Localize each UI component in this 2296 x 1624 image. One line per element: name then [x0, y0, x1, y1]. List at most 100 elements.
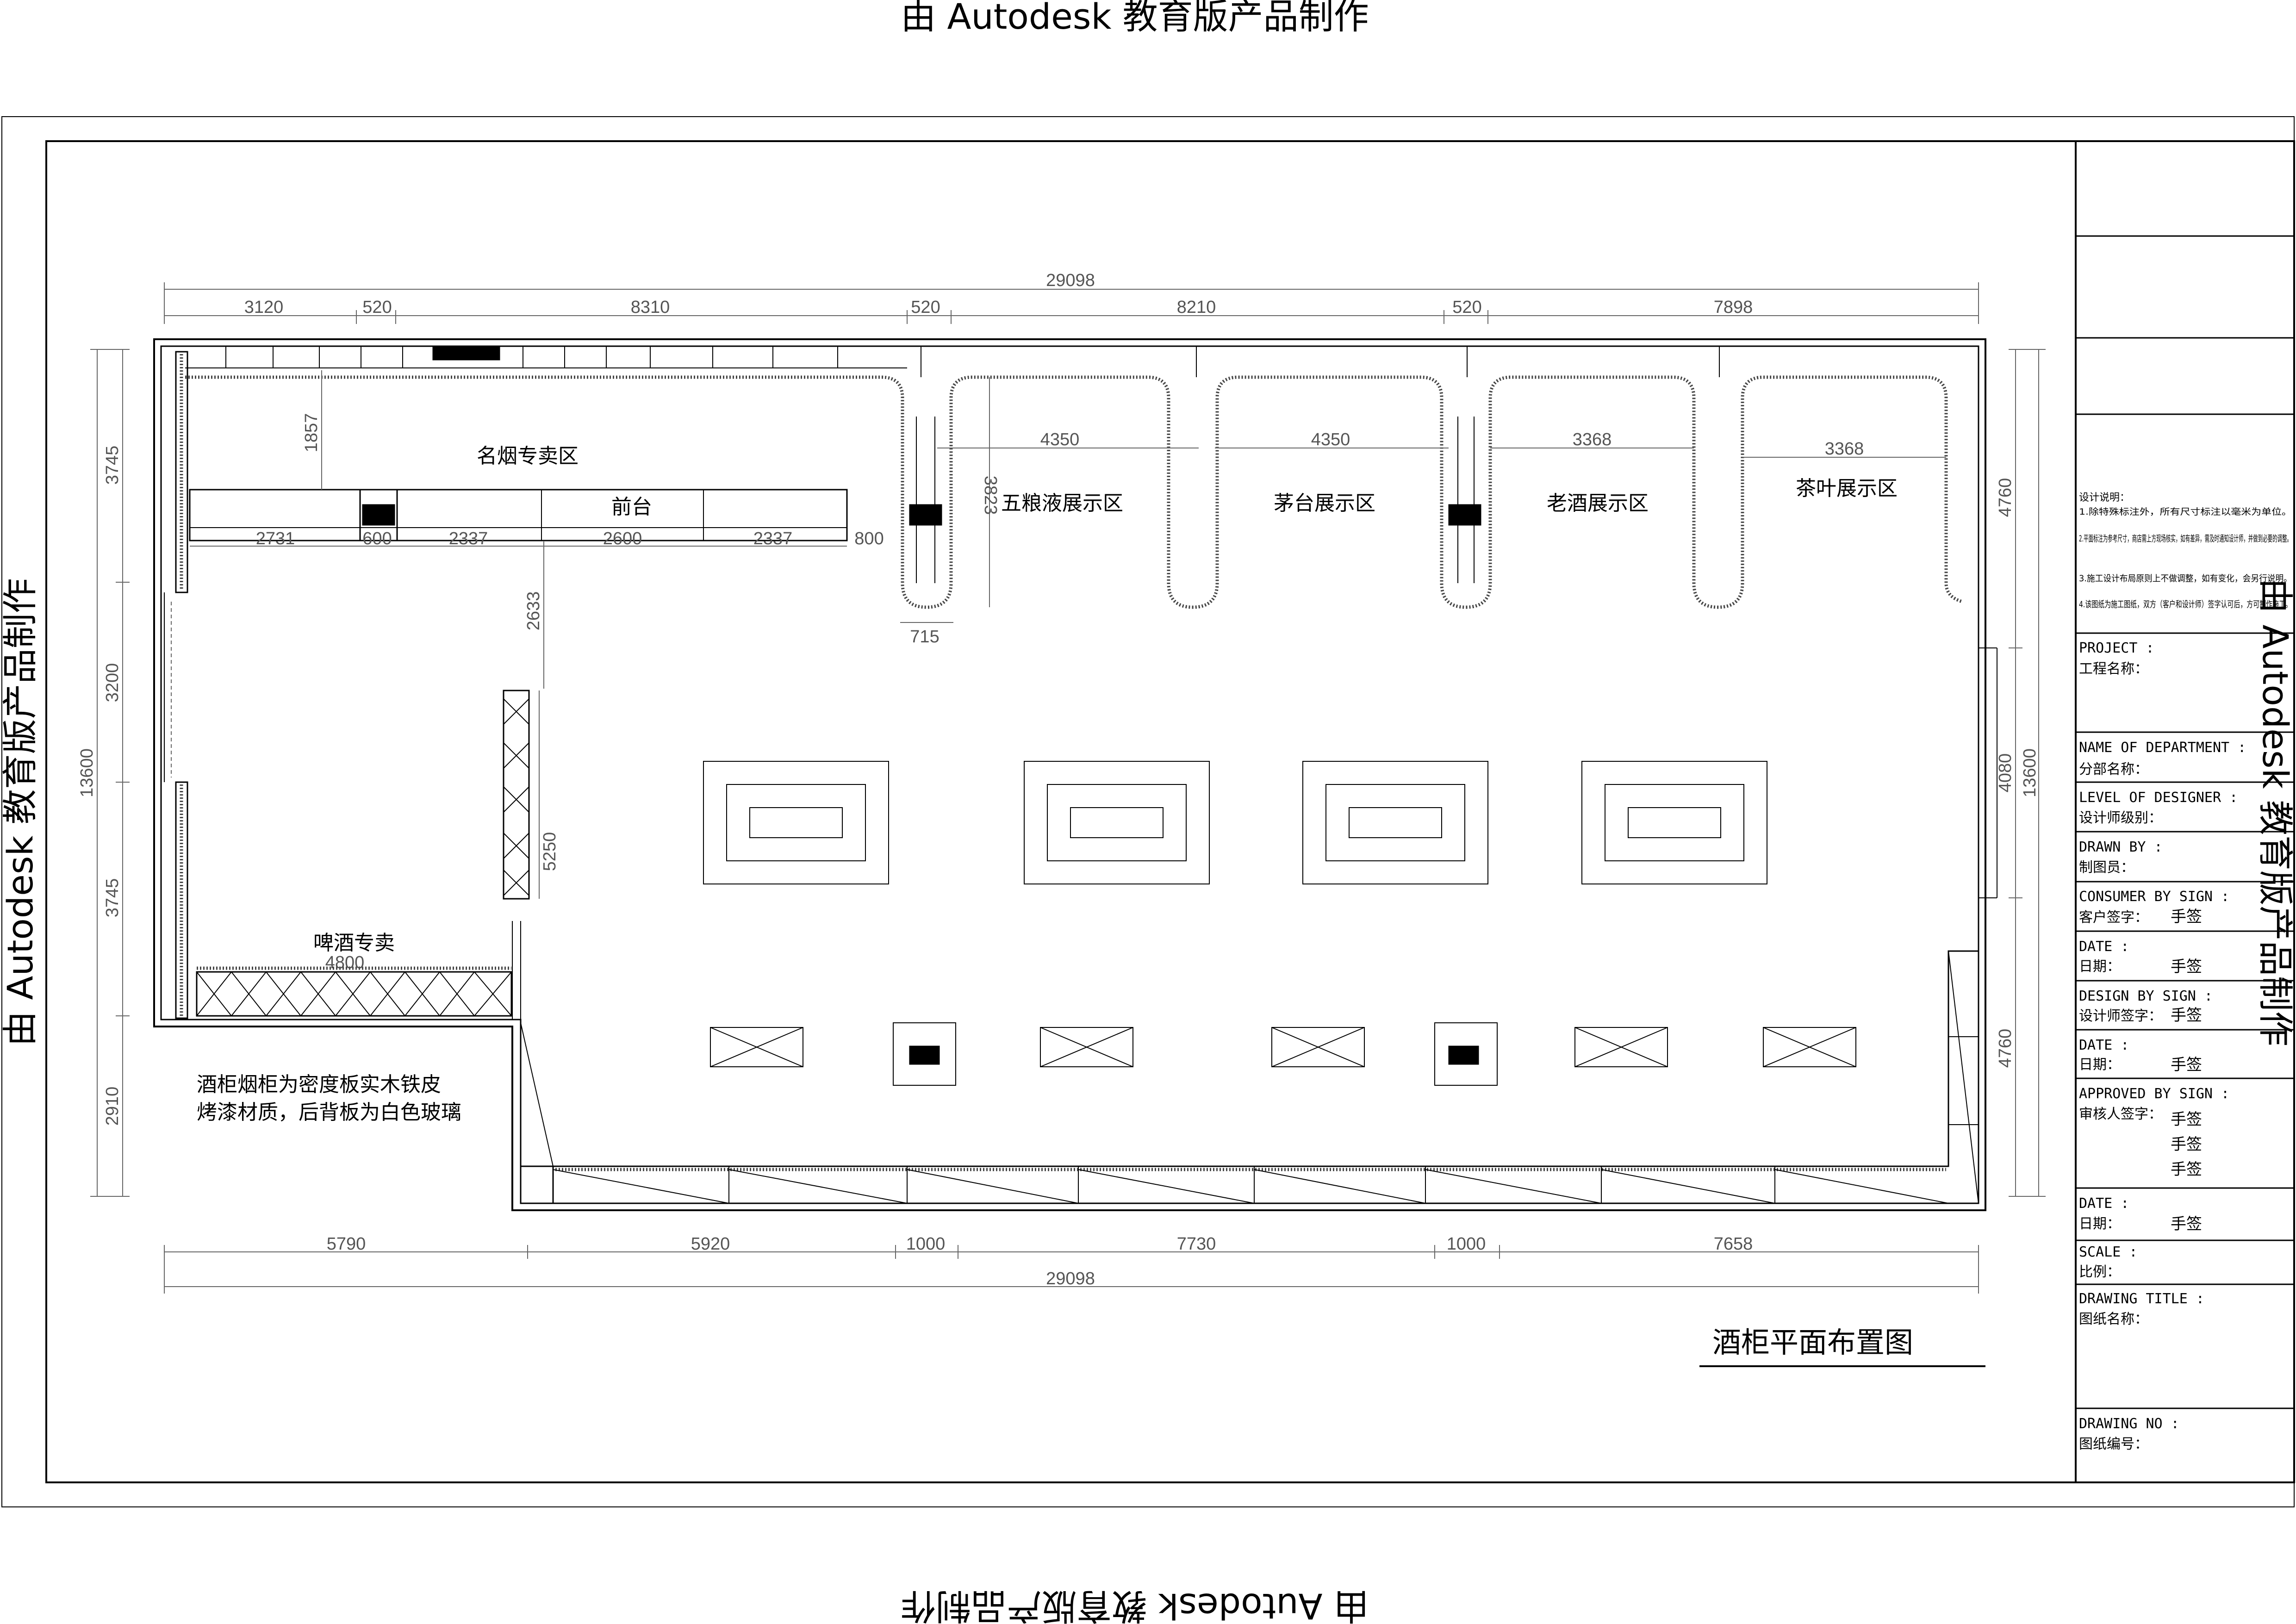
shelf-module-ticks: [225, 346, 838, 368]
dim-bay-width: 3368: [1825, 439, 1864, 459]
dim-top-seg: 8210: [1177, 298, 1216, 317]
tb-approved-sign-1: 手签: [2171, 1110, 2202, 1129]
tb-designer-level-label-cn: 设计师级别：: [2079, 810, 2162, 826]
tb-department-label: NAME OF DEPARTMENT :: [2079, 740, 2246, 756]
tb-scale-label-cn: 比例：: [2079, 1264, 2121, 1280]
dim-top-seg: 8310: [631, 298, 670, 317]
zone-reception-label: 前台: [611, 495, 652, 519]
tb-date2-label-cn: 日期：: [2079, 1057, 2121, 1073]
dim-counter-seg: 2731: [256, 529, 295, 548]
watermark-right: 由 Autodesk 教育版产品制作: [2255, 578, 2296, 1046]
tb-drawing-title-label-cn: 图纸名称：: [2079, 1311, 2148, 1327]
tb-consumer-sign-label: CONSUMER BY SIGN :: [2079, 889, 2229, 905]
tb-approved-label-cn: 审核人签字：: [2079, 1106, 2162, 1122]
tb-design-sign: 手签: [2171, 1006, 2202, 1025]
inner-border: [45, 140, 2295, 1483]
watermark-top: 由 Autodesk 教育版产品制作: [901, 0, 1369, 37]
dim-beer-width: 4800: [325, 953, 365, 972]
plan-inner-wall: [160, 345, 1979, 1204]
zone-wuliangye-label: 五粮液展示区: [1001, 492, 1123, 515]
tb-date1-label-cn: 日期：: [2079, 958, 2121, 975]
tb-drawn-by-label: DRAWN BY :: [2079, 839, 2163, 855]
dim-bottom-seg: 1000: [1447, 1234, 1486, 1254]
beer-shelf-crosses: [196, 971, 512, 1016]
design-note-4: 4.该图纸为施工图纸，双方（客户和设计师）签字认可后，方可制作施工。: [2079, 599, 2292, 610]
vertical-shelf-crosses: [503, 698, 529, 896]
design-note-1: 1.除特殊标注外，所有尺寸标注以毫米为单位。: [2079, 507, 2292, 517]
beer-shelf: [196, 971, 512, 1017]
zone-cigarette-label: 名烟专卖区: [477, 444, 579, 468]
zone-maotai-label: 茅台展示区: [1274, 492, 1375, 515]
tb-approved-sign-2: 手签: [2171, 1135, 2202, 1154]
dim-bay-width: 4350: [1311, 430, 1350, 449]
tb-date3-label: DATE :: [2079, 1195, 2129, 1212]
dim-counter-gap: 2633: [524, 591, 543, 631]
dim-counter-seg: 600: [362, 529, 392, 548]
dim-right-total: 13600: [2020, 748, 2040, 797]
dim-top-seg: 520: [362, 298, 392, 317]
counter-pillar: [359, 489, 398, 541]
dim-bottom-total: 29098: [1046, 1269, 1095, 1288]
dim-counter-seg: 2337: [449, 529, 488, 548]
tb-approved-label: APPROVED BY SIGN :: [2079, 1086, 2229, 1102]
zone-old-wine-label: 老酒展示区: [1547, 492, 1649, 515]
tb-design-sign-label: DESIGN BY SIGN :: [2079, 988, 2213, 1004]
tb-date3-sign: 手签: [2171, 1215, 2202, 1233]
watermark-left: 由 Autodesk 教育版产品制作: [0, 578, 41, 1046]
dim-left-seg: 3745: [103, 446, 122, 485]
dim-right-seg: 4760: [1996, 1029, 2015, 1068]
dim-bottom-seg: 5920: [691, 1234, 730, 1254]
cigarette-counter: [189, 489, 848, 541]
tb-design-sign-label-cn: 设计师签字：: [2079, 1008, 2162, 1024]
zone-labels: 名烟专卖区 前台 五粮液展示区 茅台展示区 老酒展示区 茶叶展示区 啤酒专卖: [313, 444, 1898, 955]
floor-plan: [153, 338, 1997, 1211]
dim-bottom-seg: 5790: [327, 1234, 366, 1254]
zone-tea-label: 茶叶展示区: [1796, 477, 1898, 500]
top-shelf-hatch: [185, 375, 1963, 609]
dim-left-seg: 3745: [103, 878, 122, 918]
dim-bay-width: 4350: [1040, 430, 1080, 449]
vertical-shelf: [503, 690, 530, 900]
tb-designer-level-label: LEVEL OF DESIGNER :: [2079, 790, 2238, 806]
tb-date2-sign: 手签: [2171, 1056, 2202, 1074]
tb-consumer-sign: 手签: [2171, 908, 2202, 926]
dim-bottom-seg: 7658: [1714, 1234, 1753, 1254]
dim-bay-width: 3368: [1573, 430, 1612, 449]
tb-approved-sign-3: 手签: [2171, 1160, 2202, 1179]
tb-date3-label-cn: 日期：: [2079, 1216, 2121, 1232]
floor-fixtures: [710, 1022, 1856, 1086]
dim-top-seg: 3120: [244, 298, 284, 317]
dim-top-seg: 7898: [1714, 298, 1753, 317]
tb-consumer-sign-label-cn: 客户签字：: [2079, 909, 2148, 926]
dim-beer-length: 5250: [540, 832, 560, 871]
dim-counter-seg: 2337: [753, 529, 793, 548]
bottom-wall-shelf: [520, 950, 1979, 1204]
zone-beer-label: 啤酒专卖: [313, 931, 395, 955]
dim-bay-neck: 715: [910, 627, 939, 647]
title-block: 设计说明： 1.除特殊标注外，所有尺寸标注以毫米为单位。 2.平面标注为参考尺寸…: [2075, 141, 2294, 1482]
tb-project-label-cn: 工程名称：: [2079, 661, 2148, 677]
tb-department-label-cn: 分部名称：: [2079, 761, 2148, 778]
tb-drawn-by-label-cn: 制图员：: [2079, 859, 2134, 876]
dim-right-seg: 4760: [1996, 478, 2015, 517]
dim-counter-seg: 800: [854, 529, 884, 548]
dim-left-total: 13600: [77, 748, 97, 797]
watermark-bottom: 由 Autodesk 教育版产品制作: [901, 1586, 1369, 1624]
dim-bay-depth: 3823: [981, 476, 1000, 515]
tb-drawing-no-label: DRAWING NO :: [2079, 1416, 2179, 1432]
tb-date1-sign: 手签: [2171, 958, 2202, 976]
material-note-line-1: 酒柜烟柜为密度板实木铁皮: [197, 1073, 441, 1096]
design-notes-title: 设计说明：: [2079, 492, 2130, 504]
dim-cigarette-depth: 1857: [302, 413, 321, 453]
outer-border: [1, 116, 2295, 1507]
material-note-line-2: 烤漆材质，后背板为白色玻璃: [197, 1101, 461, 1124]
dim-top-seg: 520: [911, 298, 940, 317]
dim-top-total: 29098: [1046, 271, 1095, 290]
dimension-lines: [90, 282, 2046, 1294]
tb-date1-label: DATE :: [2079, 939, 2129, 955]
dim-bottom-seg: 7730: [1177, 1234, 1216, 1254]
dim-left-seg: 3200: [103, 663, 122, 703]
plan-outer-wall: [153, 338, 1986, 1211]
dim-top-seg: 520: [1452, 298, 1481, 317]
